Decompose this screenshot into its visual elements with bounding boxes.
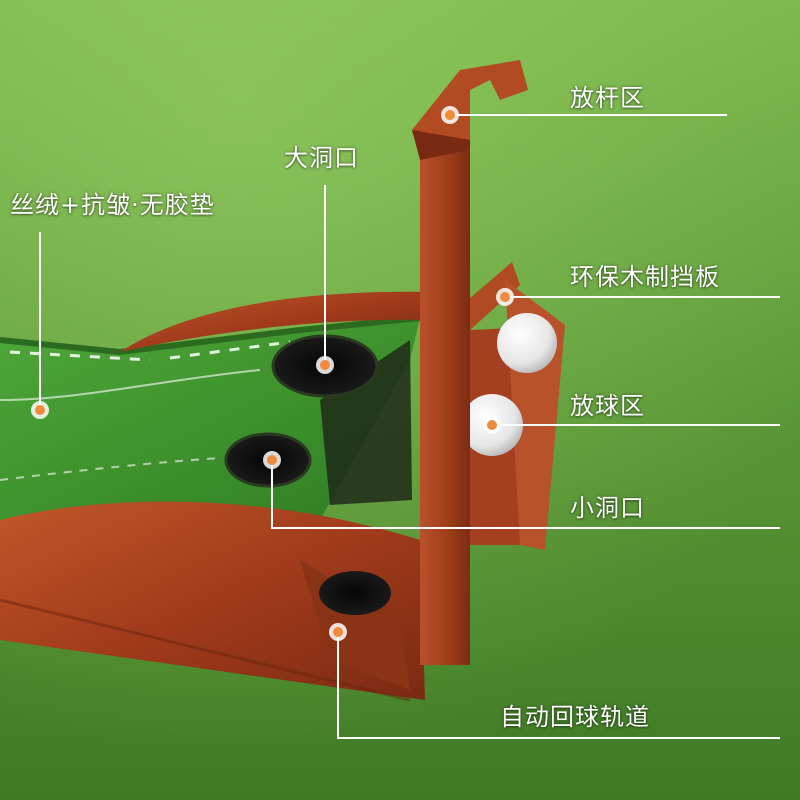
- callout-lines: [39, 114, 780, 739]
- label-big-hole: 大洞口: [284, 144, 359, 172]
- label-backboard: 环保木制挡板: [570, 263, 720, 291]
- label-return-track: 自动回球轨道: [500, 703, 650, 731]
- callout-markers: [31, 106, 514, 641]
- front-panel: [0, 501, 425, 700]
- label-club-rest: 放杆区: [570, 84, 645, 112]
- back-rim: [120, 291, 430, 352]
- label-ball-area: 放球区: [570, 392, 645, 420]
- club-rest-post: [412, 60, 528, 665]
- return-track: [300, 560, 410, 690]
- label-small-hole: 小洞口: [570, 494, 645, 522]
- label-mat: 丝绒+抗皱·无胶垫: [10, 191, 215, 219]
- golf-ball-top: [497, 313, 557, 373]
